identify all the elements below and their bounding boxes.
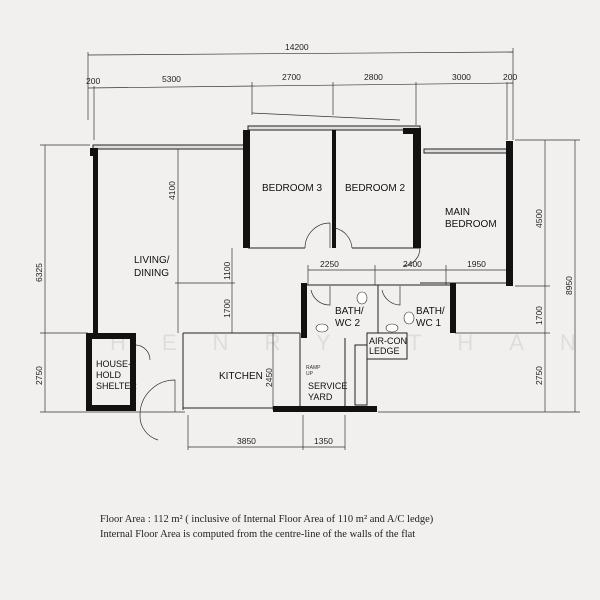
dim-left: 2750 <box>34 366 44 385</box>
room-main-bedroom: BEDROOM <box>445 219 497 230</box>
dim-bath-row: 2250 <box>320 259 339 269</box>
room-bedroom-3: BEDROOM 3 <box>262 183 322 194</box>
room-bath-wc-1: WC 1 <box>416 318 441 329</box>
floor-area-note: Floor Area : 112 m² ( inclusive of Inter… <box>100 514 434 525</box>
dim-internal: 4100 <box>167 181 177 200</box>
room-kitchen: KITCHEN <box>219 371 263 382</box>
toilet-icon <box>403 311 415 325</box>
dim-bath-row: 2400 <box>403 259 422 269</box>
basin-icon <box>385 323 399 333</box>
room-living-dining: LIVING/ <box>134 255 170 266</box>
room-bath-wc-1: BATH/ <box>416 306 445 317</box>
dim-top: 2800 <box>364 72 383 82</box>
dim-right: 1700 <box>534 306 544 325</box>
ramp-label: UP <box>306 371 314 377</box>
room-living-dining: DINING <box>134 268 169 279</box>
dim-right-overall: 8950 <box>564 276 574 295</box>
dim-bottom: 3850 <box>237 436 256 446</box>
ramp-label: RAMP <box>306 365 321 371</box>
room-bedroom-2: BEDROOM 2 <box>345 183 405 194</box>
room-household-shelter: SHELTER <box>96 381 137 391</box>
room-bath-wc-2: WC 2 <box>335 318 360 329</box>
room-bath-wc-2: BATH/ <box>335 306 364 317</box>
room-aircon-ledge: LEDGE <box>369 346 400 356</box>
dim-internal: 1100 <box>222 261 232 280</box>
dim-top: 5300 <box>162 74 181 84</box>
room-household-shelter: HOUSE- <box>96 359 131 369</box>
dimension-lines <box>40 48 580 450</box>
dim-top: 3000 <box>452 72 471 82</box>
dim-top: 200 <box>86 76 100 86</box>
dim-right: 2750 <box>534 366 544 385</box>
dim-bottom: 1350 <box>314 436 333 446</box>
internal-area-note: Internal Floor Area is computed from the… <box>100 529 416 540</box>
dim-internal: 2450 <box>264 368 274 387</box>
dim-top: 2700 <box>282 72 301 82</box>
room-aircon-ledge: AIR-CON <box>369 336 407 346</box>
dim-right: 4500 <box>534 209 544 228</box>
basin-icon <box>315 323 329 333</box>
dim-top: 200 <box>503 72 517 82</box>
doors <box>135 222 421 441</box>
room-main-bedroom: MAIN <box>445 207 470 218</box>
room-household-shelter: HOLD <box>96 370 122 380</box>
dim-left: 6325 <box>34 263 44 282</box>
toilet-icon <box>356 291 368 305</box>
room-service-yard: SERVICE <box>308 381 347 391</box>
room-service-yard: YARD <box>308 392 333 402</box>
structural-walls <box>86 128 513 412</box>
dim-bath-row: 1950 <box>467 259 486 269</box>
dim-internal: 1700 <box>222 299 232 318</box>
sanitary-fixtures <box>315 291 415 333</box>
dim-overall-width: 14200 <box>285 42 309 52</box>
